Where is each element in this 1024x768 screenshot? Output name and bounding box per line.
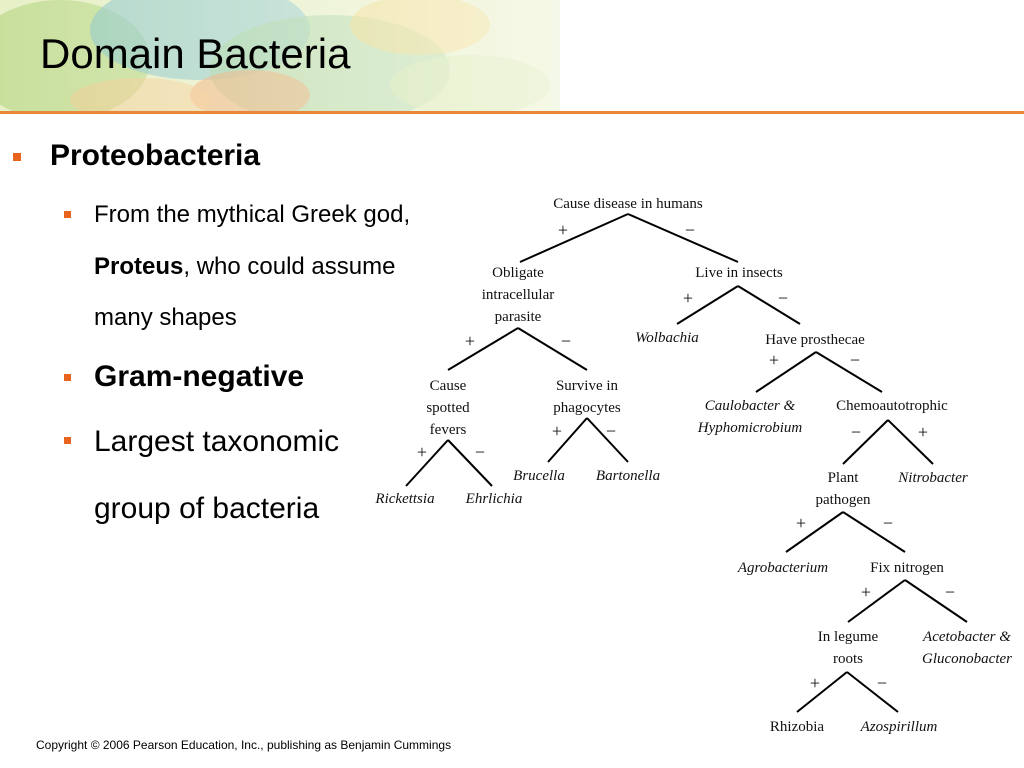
- node-survive-in-phagocytes-2: phagocytes: [553, 400, 621, 416]
- branch-line: [796, 671, 848, 713]
- node-agrobacterium: Agrobacterium: [737, 560, 828, 576]
- sub-bullet-gram-negative: Gram-negative: [94, 360, 305, 393]
- node-bartonella: Bartonella: [596, 468, 660, 484]
- branch-line: [847, 579, 906, 623]
- branch-line: [842, 419, 889, 465]
- node-cause-spotted-fevers-3: fevers: [430, 422, 467, 438]
- sub-bullet-etymology-line2: Proteus, who could assume: [94, 253, 395, 281]
- node-in-legume-roots-1: In legume: [818, 629, 879, 645]
- plus-sign: +: [861, 582, 871, 602]
- page-title: Domain Bacteria: [40, 30, 351, 77]
- minus-sign: −: [685, 220, 695, 240]
- bullet-marker: [13, 153, 21, 161]
- sub-bullet-marker: [64, 374, 71, 381]
- minus-sign: −: [778, 288, 788, 308]
- node-cause-disease-in-humans: Cause disease in humans: [553, 196, 703, 212]
- minus-sign: −: [606, 421, 616, 441]
- branch-line: [676, 285, 739, 325]
- node-live-in-insects: Live in insects: [695, 265, 783, 281]
- node-in-legume-roots-2: roots: [833, 651, 863, 667]
- sub-bullet-largest-line2: group of bacteria: [94, 492, 320, 525]
- branch-line: [815, 351, 883, 393]
- node-acetobacter-gluconobacter-1: Acetobacter &: [922, 629, 1011, 645]
- node-obligate-intracellular-parasite-2: intracellular: [482, 287, 554, 303]
- branch-line: [846, 671, 899, 713]
- branch-line: [586, 417, 629, 463]
- plus-sign: +: [558, 220, 568, 240]
- node-azospirillum: Azospirillum: [860, 719, 938, 735]
- branch-line: [447, 327, 519, 371]
- sub-bullet-etymology-line3: many shapes: [94, 304, 237, 331]
- node-caulobacter-hyphomicrobium-1: Caulobacter &: [705, 398, 796, 414]
- node-cause-spotted-fevers-2: spotted: [426, 400, 470, 416]
- node-rhizobia: Rhizobia: [770, 719, 824, 735]
- node-plant-pathogen-1: Plant: [828, 470, 860, 486]
- branch-line: [842, 511, 906, 553]
- copyright-footer: Copyright © 2006 Pearson Education, Inc.…: [36, 738, 452, 752]
- plus-sign: +: [810, 673, 820, 693]
- minus-sign: −: [877, 673, 887, 693]
- node-survive-in-phagocytes-1: Survive in: [556, 378, 619, 394]
- plus-sign: +: [918, 422, 928, 442]
- minus-sign: −: [850, 350, 860, 370]
- sub-bullet-marker: [64, 211, 71, 218]
- node-fix-nitrogen: Fix nitrogen: [870, 560, 944, 576]
- etymology-rest: , who could assume: [183, 253, 396, 280]
- node-cause-spotted-fevers-1: Cause: [430, 378, 467, 394]
- node-nitrobacter: Nitrobacter: [897, 470, 968, 486]
- header-background-art: [0, 0, 1024, 112]
- branch-line: [447, 439, 493, 487]
- node-brucella: Brucella: [513, 468, 565, 484]
- plus-sign: +: [465, 331, 475, 351]
- branch-line: [405, 439, 449, 487]
- node-caulobacter-hyphomicrobium-2: Hyphomicrobium: [697, 420, 803, 436]
- proteus-bold: Proteus: [94, 253, 184, 280]
- branch-line: [517, 327, 588, 371]
- node-ehrlichia: Ehrlichia: [465, 491, 523, 507]
- plus-sign: +: [683, 288, 693, 308]
- plus-sign: +: [552, 421, 562, 441]
- header-divider: [0, 111, 1024, 114]
- branch-line: [547, 417, 588, 463]
- branch-line: [755, 351, 817, 393]
- node-plant-pathogen-2: pathogen: [816, 492, 871, 508]
- node-obligate-intracellular-parasite-3: parasite: [495, 309, 542, 325]
- node-chemoautotrophic: Chemoautotrophic: [836, 398, 948, 414]
- branch-signs: + − + − + − + − + − + − − + + − + − + −: [417, 220, 955, 693]
- node-rickettsia: Rickettsia: [374, 491, 434, 507]
- tree-branches: [405, 213, 968, 713]
- minus-sign: −: [851, 422, 861, 442]
- header-banner: Domain Bacteria: [0, 0, 1024, 112]
- branch-line: [904, 579, 968, 623]
- sub-bullet-etymology-line1: From the mythical Greek god,: [94, 201, 411, 228]
- minus-sign: −: [475, 442, 485, 462]
- minus-sign: −: [561, 331, 571, 351]
- sub-bullet-marker: [64, 437, 71, 444]
- plus-sign: +: [796, 513, 806, 533]
- minus-sign: −: [883, 513, 893, 533]
- branch-line: [627, 213, 739, 263]
- branch-line: [887, 419, 934, 465]
- node-acetobacter-gluconobacter-2: Gluconobacter: [922, 651, 1012, 667]
- node-obligate-intracellular-parasite-1: Obligate: [492, 265, 544, 281]
- bullet-proteobacteria: Proteobacteria: [50, 139, 261, 172]
- branch-line: [785, 511, 844, 553]
- node-have-prosthecae: Have prosthecae: [765, 332, 865, 348]
- plus-sign: +: [417, 442, 427, 462]
- sub-bullet-largest-line1: Largest taxonomic: [94, 425, 340, 458]
- plus-sign: +: [769, 350, 779, 370]
- branch-line: [519, 213, 629, 263]
- node-wolbachia: Wolbachia: [635, 330, 699, 346]
- branch-line: [737, 285, 801, 325]
- minus-sign: −: [945, 582, 955, 602]
